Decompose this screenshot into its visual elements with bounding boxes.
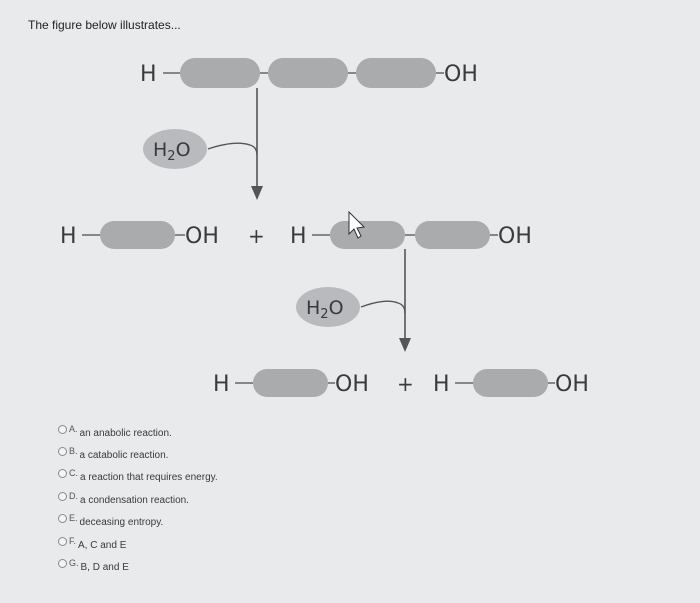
monomer-top-2: [268, 58, 348, 88]
row2-left-oh: OH: [185, 224, 219, 249]
option-text: a reaction that requires energy.: [80, 472, 218, 483]
option-a[interactable]: A. an anabolic reaction.: [58, 424, 172, 439]
option-letter: B.: [69, 446, 78, 456]
radio-icon[interactable]: [58, 514, 67, 523]
option-g[interactable]: G. B, D and E: [58, 558, 129, 573]
row2-left-h: H: [60, 224, 77, 249]
option-text: deceasing entropy.: [79, 517, 164, 528]
option-text: A, C and E: [78, 540, 127, 551]
water-label-2: H2O: [306, 297, 344, 322]
top-oh-label: OH: [444, 62, 478, 87]
option-text: a condensation reaction.: [80, 495, 189, 506]
option-letter: F.: [69, 536, 77, 546]
option-e[interactable]: E. deceasing entropy.: [58, 513, 163, 528]
question-text: The figure below illustrates...: [28, 18, 181, 32]
radio-icon[interactable]: [58, 492, 67, 501]
option-letter: G.: [69, 558, 79, 568]
option-b[interactable]: B. a catabolic reaction.: [58, 446, 168, 461]
monomer-row2-left: [100, 221, 175, 249]
option-text: B, D and E: [80, 562, 129, 573]
monomer-top-3: [356, 58, 436, 88]
option-c[interactable]: C. a reaction that requires energy.: [58, 468, 218, 483]
radio-icon[interactable]: [58, 469, 67, 478]
monomer-row2-b: [415, 221, 490, 249]
row2-right-oh: OH: [498, 224, 532, 249]
option-letter: D.: [69, 491, 78, 501]
monomer-row3-right: [473, 369, 548, 397]
radio-icon[interactable]: [58, 537, 67, 546]
water-bubble-2: [296, 287, 360, 327]
option-text: an anabolic reaction.: [79, 428, 172, 439]
option-letter: A.: [69, 424, 78, 434]
option-f[interactable]: F. A, C and E: [58, 536, 126, 551]
radio-icon[interactable]: [58, 425, 67, 434]
row3-right-h: H: [433, 372, 450, 397]
option-letter: C.: [69, 468, 78, 478]
option-d[interactable]: D. a condensation reaction.: [58, 491, 189, 506]
row3-plus: +: [397, 372, 414, 396]
radio-icon[interactable]: [58, 559, 67, 568]
row2-plus: +: [248, 224, 265, 248]
monomer-top-1: [180, 58, 260, 88]
radio-icon[interactable]: [58, 447, 67, 456]
water-bubble-1: [143, 129, 207, 169]
row3-left-h: H: [213, 372, 230, 397]
top-h-label: H: [140, 62, 157, 87]
option-text: a catabolic reaction.: [79, 450, 169, 461]
monomer-row2-a: [330, 221, 405, 249]
water-label-1: H2O: [153, 139, 191, 164]
monomer-row3-left: [253, 369, 328, 397]
row3-right-oh: OH: [555, 372, 589, 397]
row3-left-oh: OH: [335, 372, 369, 397]
row2-right-h: H: [290, 224, 307, 249]
option-letter: E.: [69, 513, 78, 523]
mouse-cursor-icon: [348, 210, 366, 239]
